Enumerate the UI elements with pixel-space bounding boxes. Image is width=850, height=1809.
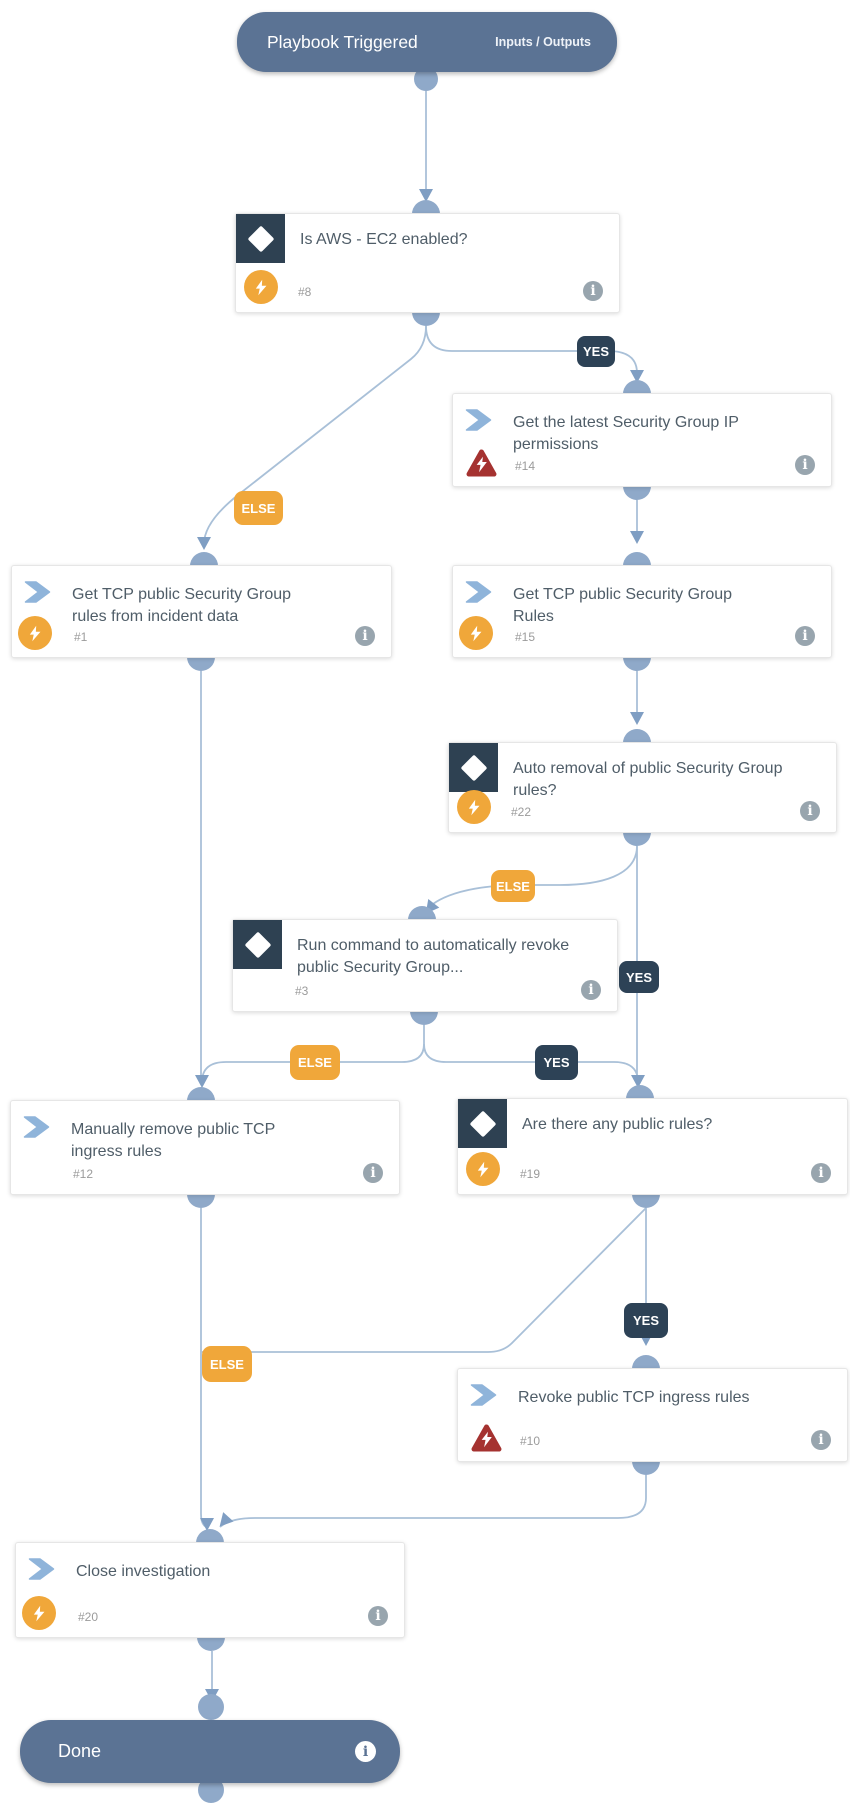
success-status-icon [459, 616, 493, 650]
task-title: Manually remove public TCP ingress rules [71, 1121, 275, 1160]
task-id: #8 [298, 285, 312, 299]
task-id: #14 [515, 459, 536, 473]
chevron-icon [470, 1384, 497, 1406]
error-status-icon [471, 1424, 502, 1452]
info-icon[interactable]: i [795, 626, 815, 646]
condition-icon [449, 743, 498, 792]
task-title: Close investigation [76, 1563, 211, 1580]
task-title: Get TCP public Security Group Rules [513, 586, 733, 625]
info-icon[interactable]: i [355, 626, 375, 646]
chevron-icon [465, 581, 492, 603]
error-status-icon [466, 449, 497, 477]
task-title: Is AWS - EC2 enabled? [300, 231, 468, 248]
task-title: Get the latest Security Group IP permiss… [513, 414, 739, 453]
else-badge: ELSE [202, 1346, 252, 1382]
task-id: #20 [78, 1610, 99, 1624]
chevron-icon [23, 1116, 50, 1138]
chevron-icon [24, 581, 51, 603]
task-id: #19 [520, 1167, 541, 1181]
playbook-done-title: Done [58, 1741, 102, 1761]
task-title: Get TCP public Security Group rules from… [72, 586, 292, 625]
else-badge: ELSE [234, 491, 283, 525]
task-id: #22 [511, 805, 532, 819]
info-icon[interactable]: i [368, 1606, 388, 1626]
yes-badge: YES [619, 961, 659, 993]
success-status-icon [457, 790, 491, 824]
task-id: #12 [73, 1167, 94, 1181]
task-id: #1 [74, 630, 88, 644]
chevron-icon [28, 1558, 55, 1580]
else-badge: ELSE [290, 1045, 340, 1080]
task-id: #10 [520, 1434, 541, 1448]
diamond-glyph [460, 754, 487, 781]
info-icon[interactable]: i [811, 1430, 831, 1450]
diamond-glyph [247, 225, 274, 252]
info-icon[interactable]: i [795, 455, 815, 475]
else-badge: ELSE [491, 870, 535, 902]
playbook-start-title: Playbook Triggered [267, 31, 418, 52]
yes-badge: YES [624, 1303, 668, 1338]
task-title: Revoke public TCP ingress rules [518, 1389, 750, 1406]
condition-icon [236, 214, 285, 263]
task-node-10[interactable]: Revoke public TCP ingress rules #10 i [457, 1368, 848, 1462]
chevron-icon [465, 409, 492, 431]
playbook-done-node[interactable]: Done i [20, 1720, 400, 1783]
info-icon[interactable]: i [355, 1741, 376, 1762]
info-icon[interactable]: i [800, 801, 820, 821]
success-status-icon [18, 616, 52, 650]
task-id: #3 [295, 984, 309, 998]
yes-badge: YES [577, 336, 615, 367]
info-icon[interactable]: i [583, 281, 603, 301]
task-node-3[interactable]: Run command to automatically revoke publ… [232, 919, 618, 1012]
task-node-22[interactable]: Auto removal of public Security Group ru… [448, 742, 837, 833]
info-icon[interactable]: i [363, 1163, 383, 1183]
yes-badge: YES [535, 1045, 578, 1080]
task-id: #15 [515, 630, 536, 644]
inputs-outputs-button[interactable]: Inputs / Outputs [495, 35, 591, 49]
task-title: Run command to automatically revoke publ… [297, 937, 570, 976]
task-node-12[interactable]: Manually remove public TCP ingress rules… [10, 1100, 400, 1195]
diamond-glyph [469, 1110, 496, 1137]
diamond-glyph [244, 931, 271, 958]
success-status-icon [244, 270, 278, 304]
condition-icon [233, 920, 282, 969]
task-title: Are there any public rules? [522, 1116, 713, 1133]
task-node-1[interactable]: Get TCP public Security Group rules from… [11, 565, 392, 658]
info-icon[interactable]: i [581, 980, 601, 1000]
task-node-14[interactable]: Get the latest Security Group IP permiss… [452, 393, 832, 487]
task-title: Auto removal of public Security Group ru… [513, 760, 783, 799]
task-node-20[interactable]: Close investigation #20 i [15, 1542, 405, 1638]
playbook-start-node[interactable]: Playbook Triggered Inputs / Outputs [237, 12, 617, 72]
success-status-icon [22, 1596, 56, 1630]
task-node-15[interactable]: Get TCP public Security Group Rules #15 … [452, 565, 832, 658]
success-status-icon [466, 1152, 500, 1186]
task-node-8[interactable]: Is AWS - EC2 enabled? #8 i [235, 213, 620, 313]
condition-icon [458, 1099, 507, 1148]
info-icon[interactable]: i [811, 1163, 831, 1183]
task-node-19[interactable]: Are there any public rules? #19 i [457, 1098, 848, 1195]
